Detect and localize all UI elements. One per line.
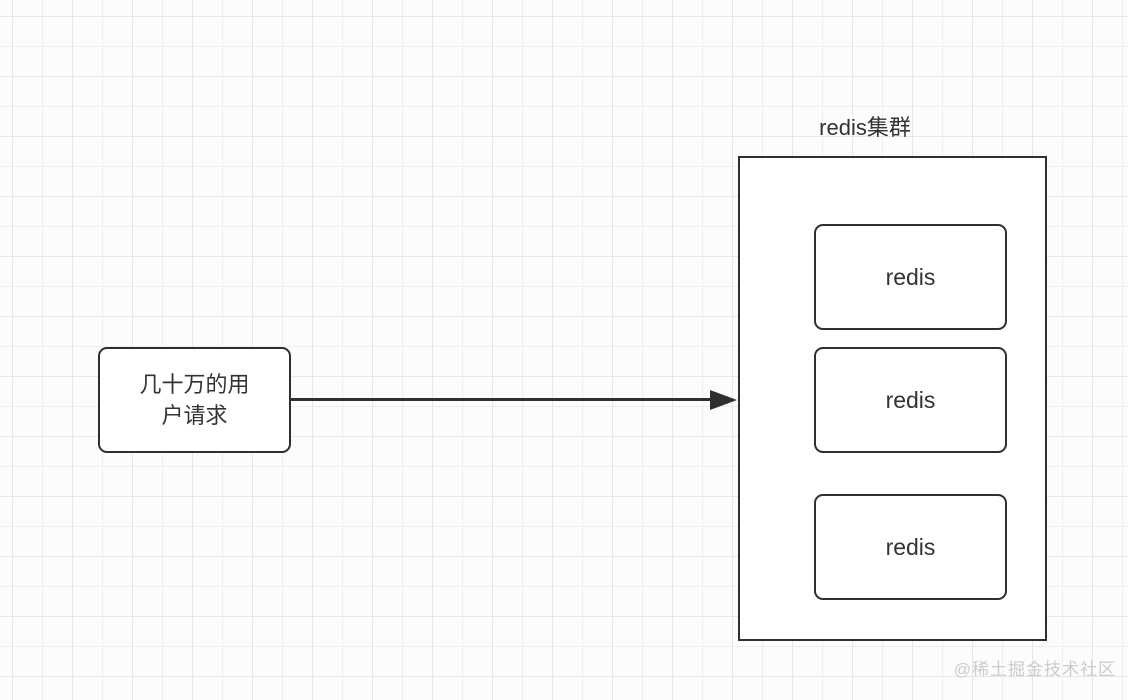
redis-node-label: redis	[885, 386, 936, 413]
arrow-head-icon	[710, 390, 737, 410]
redis-node: redis	[814, 494, 1007, 600]
watermark: @稀土掘金技术社区	[953, 660, 1116, 679]
arrow-line	[291, 398, 715, 401]
redis-node-label: redis	[885, 263, 936, 290]
redis-node: redis	[814, 224, 1007, 330]
redis-node: redis	[814, 347, 1007, 453]
redis-cluster-container: redis redis redis	[738, 156, 1047, 641]
user-requests-node: 几十万的用户请求	[98, 347, 291, 453]
user-requests-label: 几十万的用户请求	[139, 372, 250, 428]
cluster-title: redis集群	[819, 115, 911, 140]
redis-node-label: redis	[885, 533, 936, 560]
